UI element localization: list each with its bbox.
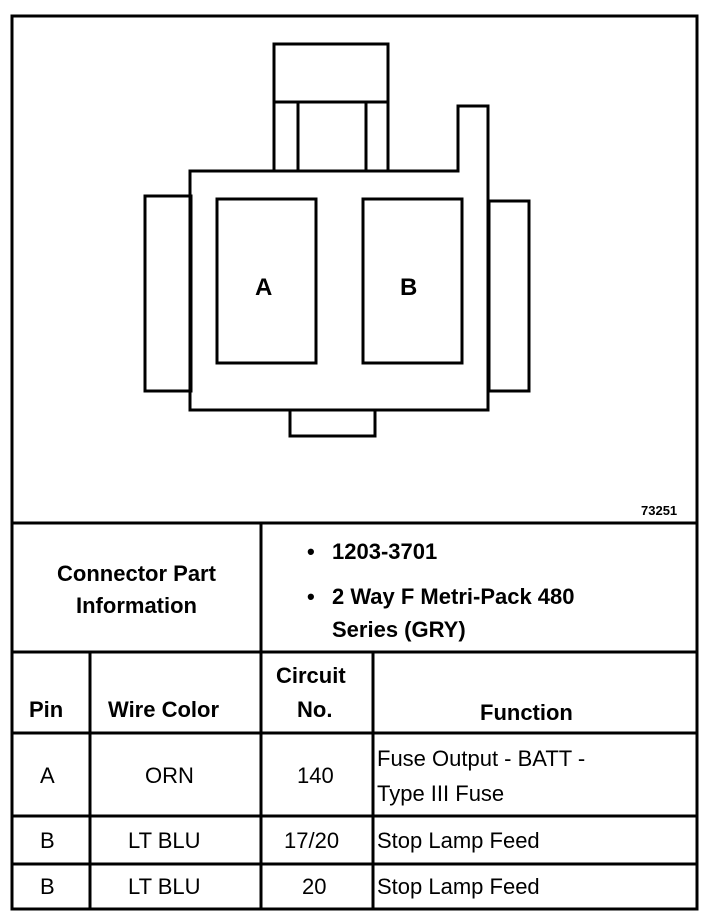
connector-part-label-line2: Information (76, 593, 197, 618)
row1-function-line2: Type III Fuse (377, 781, 505, 806)
part-number: 1203-3701 (332, 539, 438, 564)
bottom-tab (288, 408, 377, 438)
header-wire-color: Wire Color (108, 697, 220, 722)
row2-pin: B (40, 828, 55, 853)
row3-pin: B (40, 874, 55, 899)
pin-label-b: B (400, 274, 418, 301)
figure-number: 73251 (641, 503, 678, 518)
bullet-2: • (307, 584, 315, 609)
row3-circuit: 20 (302, 874, 327, 899)
connector-description-line2: Series (GRY) (332, 617, 466, 642)
row3-wire-color: LT BLU (128, 874, 201, 899)
header-function: Function (480, 700, 573, 725)
latch-inner (272, 100, 390, 173)
connector-part-label-line1: Connector Part (57, 561, 216, 586)
right-wing (487, 199, 531, 393)
left-wing (143, 194, 193, 393)
pin-cavity-a (215, 197, 318, 365)
row1-circuit: 140 (297, 763, 334, 788)
row1-pin: A (40, 763, 55, 788)
header-circuit-line1: Circuit (276, 663, 346, 688)
connector-part-label: Connector Part Information (12, 558, 261, 622)
connector-description-line1: 2 Way F Metri-Pack 480 (332, 584, 575, 609)
pin-label-a: A (255, 274, 273, 301)
row3-function: Stop Lamp Feed (377, 874, 540, 899)
header-pin: Pin (29, 697, 64, 722)
row2-wire-color: LT BLU (128, 828, 201, 853)
row1-function-line1: Fuse Output - BATT - (377, 746, 586, 771)
outer-frame (10, 14, 699, 911)
row1-wire-color: ORN (145, 763, 194, 788)
pin-cavity-b (361, 197, 464, 365)
header-circuit-line2: No. (297, 697, 333, 722)
connector-body (188, 104, 490, 412)
row2-circuit: 17/20 (284, 828, 340, 853)
row2-function: Stop Lamp Feed (377, 828, 540, 853)
bullet-1: • (307, 539, 315, 564)
latch-top (272, 42, 390, 104)
